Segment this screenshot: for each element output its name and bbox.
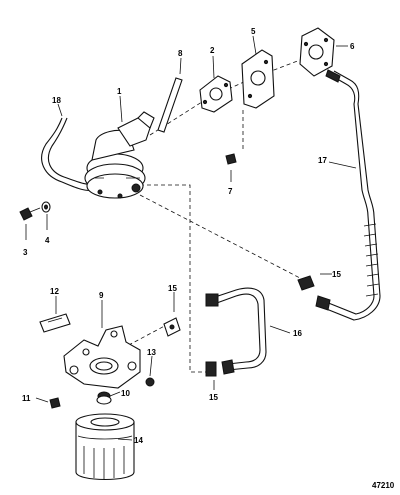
plug-13 bbox=[145, 377, 155, 387]
fitting-15-right bbox=[297, 275, 315, 291]
callout-4: 4 bbox=[45, 236, 50, 245]
fitting-15-bottom bbox=[205, 361, 217, 377]
fuel-filter bbox=[75, 413, 135, 480]
callout-2: 2 bbox=[210, 46, 215, 55]
fuel-pump bbox=[84, 111, 155, 199]
fuel-line-long bbox=[315, 69, 381, 321]
callout-9: 9 bbox=[99, 291, 104, 300]
washer-4 bbox=[41, 201, 51, 213]
callout-10: 10 bbox=[121, 389, 130, 398]
callout-11: 11 bbox=[22, 394, 31, 403]
callout-3: 3 bbox=[23, 248, 28, 257]
figure-number: 47210 bbox=[372, 481, 395, 490]
callout-14: 14 bbox=[134, 436, 143, 445]
bolt-7 bbox=[225, 153, 237, 165]
leader-lines bbox=[25, 35, 357, 441]
callout-6: 6 bbox=[350, 42, 355, 51]
callout-15-right: 15 bbox=[332, 270, 341, 279]
callout-15-bottom: 15 bbox=[209, 393, 218, 402]
screw-11 bbox=[49, 397, 61, 409]
callout-1: 1 bbox=[117, 87, 122, 96]
fitting-15-left bbox=[163, 317, 181, 337]
screw-3 bbox=[19, 207, 41, 221]
mounting-plate bbox=[299, 27, 335, 77]
gasket bbox=[199, 75, 233, 113]
pushrod bbox=[157, 77, 183, 133]
adapter-10 bbox=[96, 391, 112, 405]
callout-17: 17 bbox=[318, 156, 327, 165]
filter-head bbox=[63, 325, 141, 389]
callout-5: 5 bbox=[251, 27, 256, 36]
adapter-plate bbox=[241, 49, 275, 109]
callout-12: 12 bbox=[50, 287, 59, 296]
braided-hose-section bbox=[363, 223, 380, 297]
callouts: 1 2 3 4 5 6 7 8 9 10 11 12 13 14 15 15 1… bbox=[22, 27, 355, 445]
plate-12 bbox=[39, 313, 71, 333]
callout-7: 7 bbox=[228, 187, 233, 196]
callout-13: 13 bbox=[147, 348, 156, 357]
callout-16: 16 bbox=[293, 329, 302, 338]
callout-15-top: 15 bbox=[168, 284, 177, 293]
callout-18: 18 bbox=[52, 96, 61, 105]
callout-8: 8 bbox=[178, 49, 183, 58]
fuel-line-u bbox=[205, 287, 267, 375]
alignment-lines bbox=[109, 59, 301, 373]
vent-hose bbox=[41, 117, 95, 192]
